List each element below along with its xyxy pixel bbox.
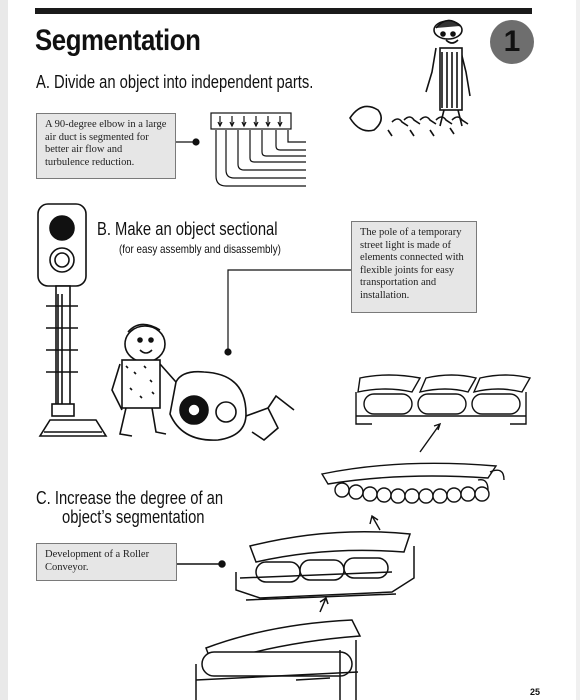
section-a-heading: A. Divide an object into independent par… bbox=[36, 72, 313, 93]
street-light-note: The pole of a temporary street light is … bbox=[351, 221, 477, 313]
farmer-cartoon-illustration bbox=[349, 19, 471, 137]
section-b-subheading: (for easy assembly and disassembly) bbox=[119, 242, 281, 256]
conveyor-large-roller-illustration bbox=[177, 530, 415, 613]
segmented-duct-illustration bbox=[176, 112, 306, 187]
top-rule bbox=[35, 8, 532, 14]
street-light-leader bbox=[224, 269, 351, 356]
conveyor-belt-illustration bbox=[195, 619, 362, 700]
principle-number-badge: 1 bbox=[490, 20, 534, 64]
section-a-heading-tail: parts. bbox=[276, 72, 314, 92]
boy-with-segment-illustration bbox=[111, 323, 295, 442]
conveyor-chain-roller-illustration bbox=[320, 462, 505, 531]
page-left-edge bbox=[0, 0, 8, 700]
section-b-heading: B. Make an object sectional bbox=[97, 219, 278, 240]
air-duct-note: A 90-degree elbow in a large air duct is… bbox=[36, 113, 176, 179]
section-c-heading-line2: object’s segmentation bbox=[62, 507, 205, 527]
section-b-heading-bold: B. Make an object bbox=[97, 219, 216, 239]
page-right-edge bbox=[576, 0, 580, 700]
page-number: 25 bbox=[529, 687, 540, 697]
section-b-subheading-a: (for easy assembly and bbox=[119, 242, 221, 256]
roller-conveyor-note: Development of a Roller Conveyor. bbox=[36, 543, 177, 581]
traffic-light-pole-illustration bbox=[37, 203, 108, 437]
section-c-heading-line1: C. Increase the degree of an bbox=[36, 488, 224, 508]
page-title: Segmentation bbox=[35, 24, 201, 57]
section-a-heading-light: independent bbox=[191, 72, 273, 92]
section-b-subheading-b: disassembly) bbox=[223, 242, 281, 256]
section-a-heading-bold: A. Divide an object into bbox=[36, 72, 187, 92]
conveyor-three-roller-illustration bbox=[355, 374, 532, 453]
section-b-heading-light: sectional bbox=[219, 219, 278, 239]
